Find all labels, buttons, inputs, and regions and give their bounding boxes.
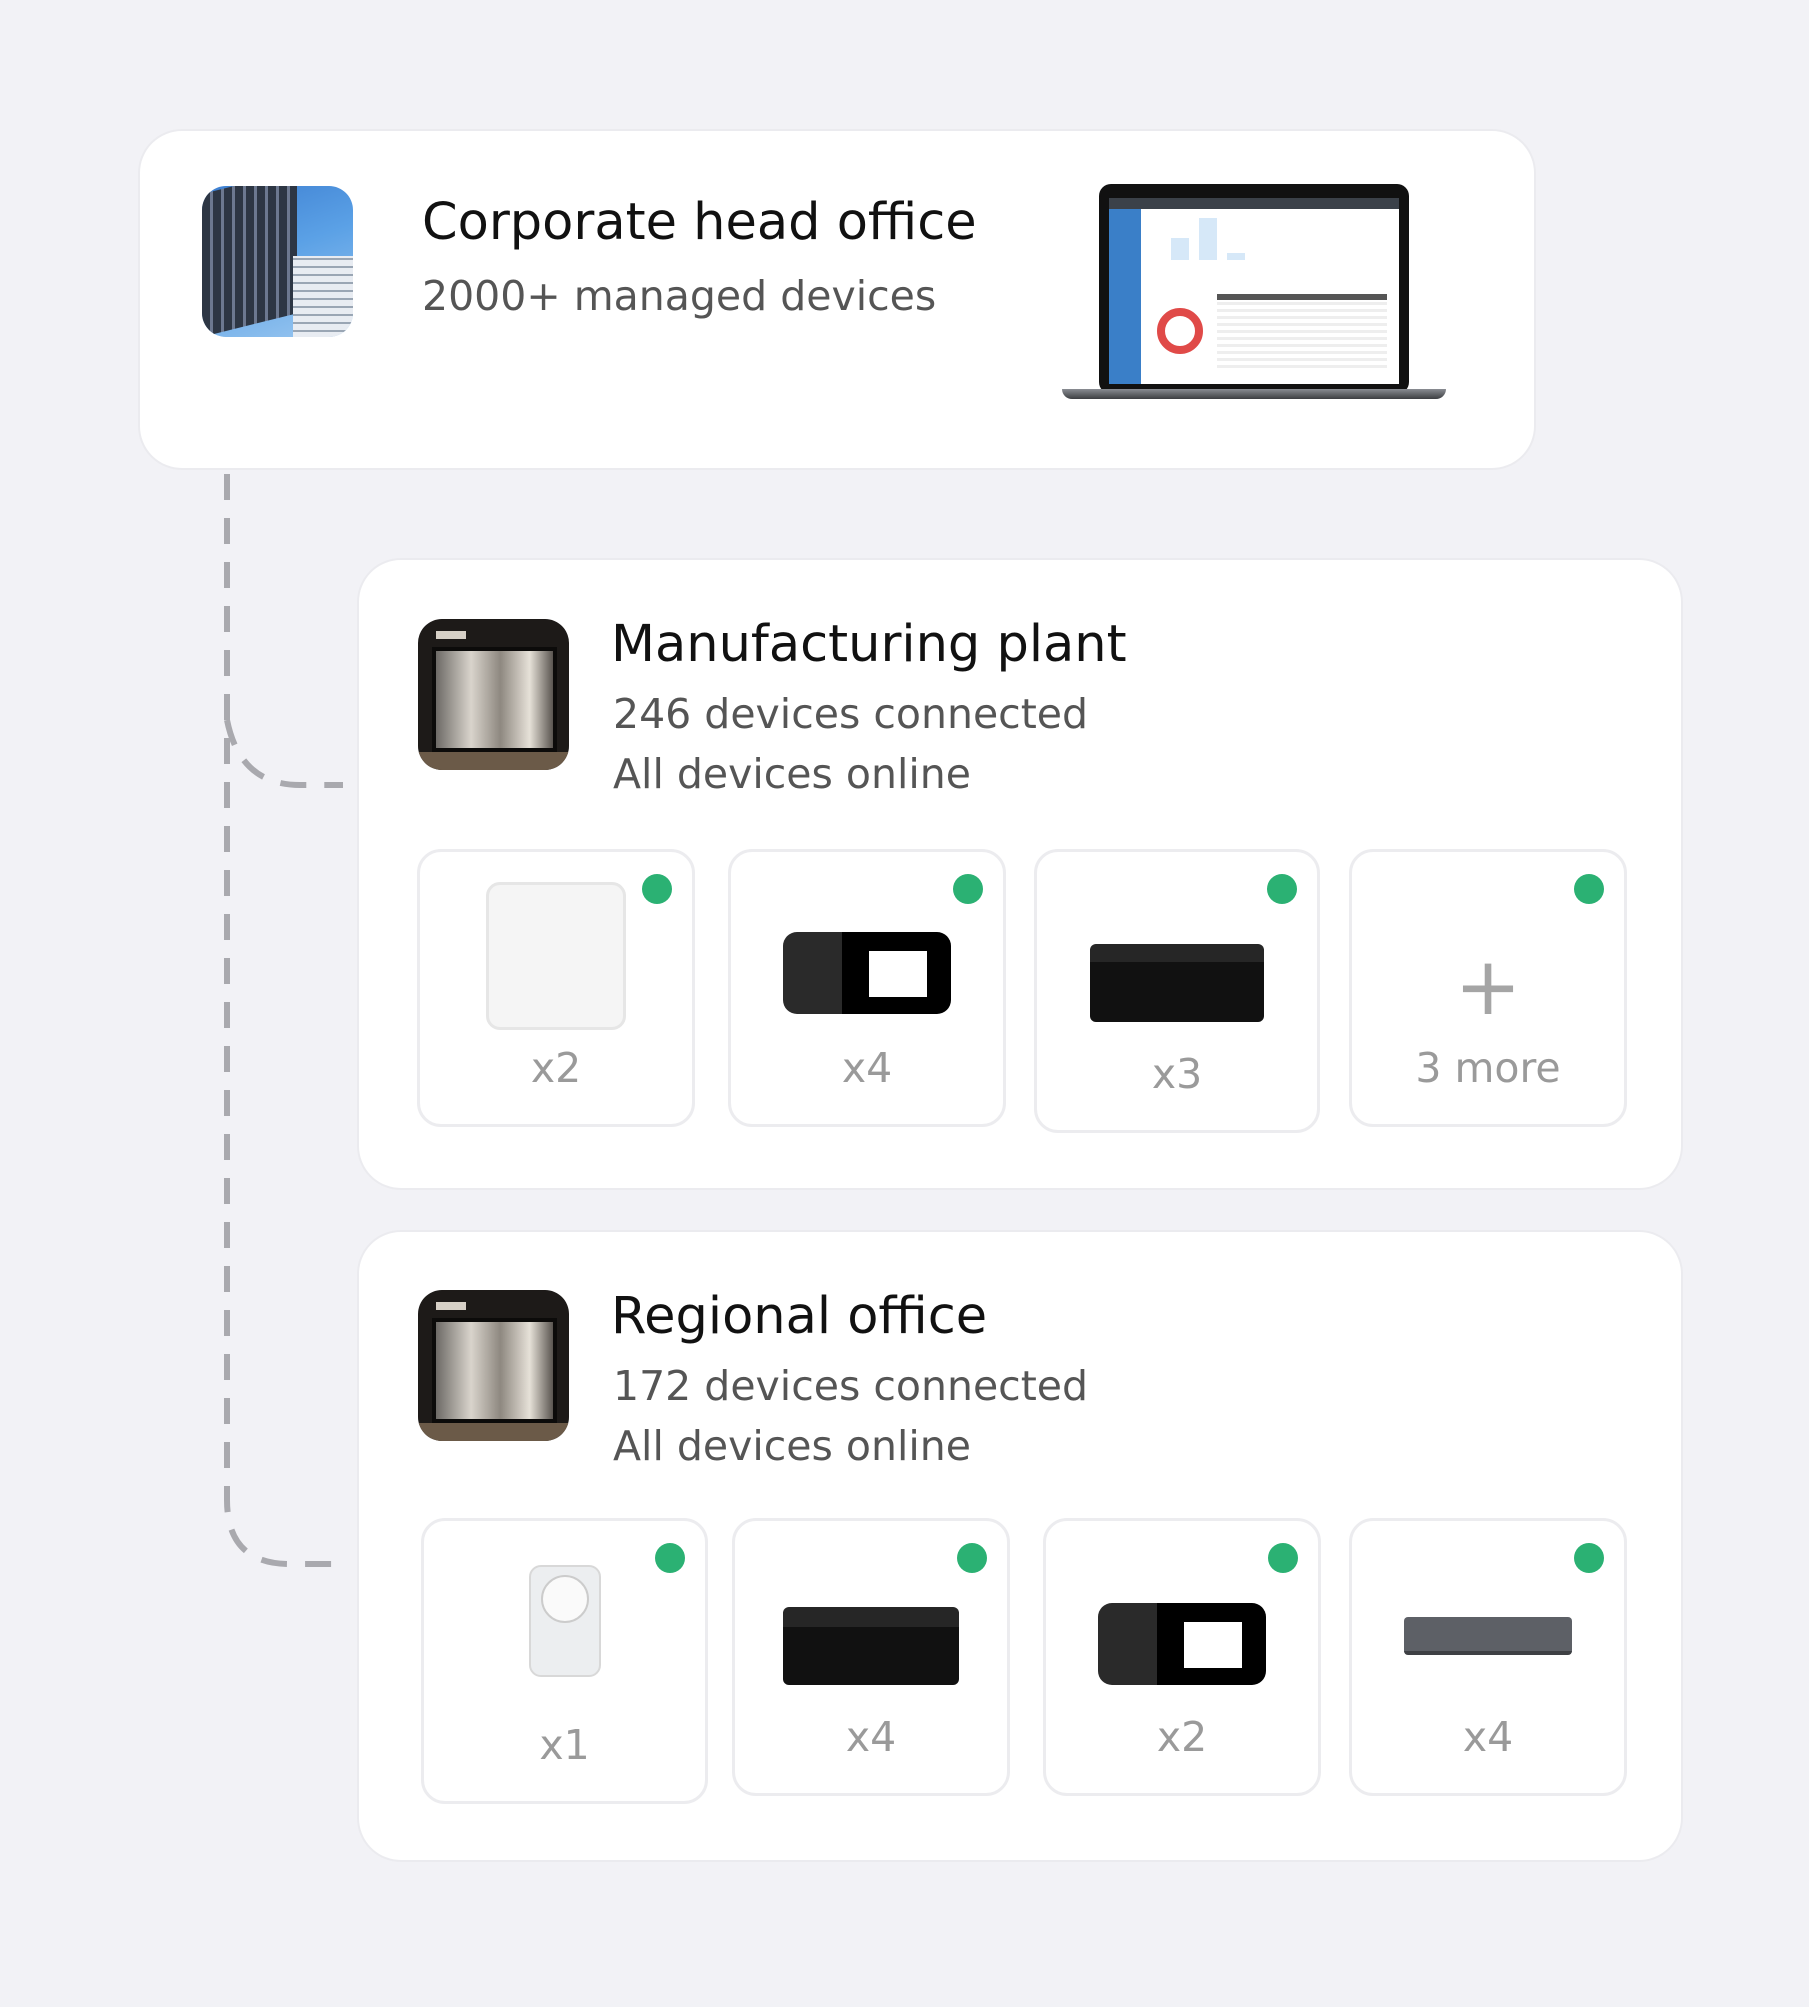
device-tile-access-point[interactable]: x2 [417, 849, 695, 1127]
plus-icon: + [1454, 940, 1522, 1033]
device-tile-mobile-hotspot[interactable]: x2 [1043, 1518, 1321, 1796]
online-status-dot [953, 874, 983, 904]
laptop-dashboard-image [1062, 184, 1446, 408]
device-count: x4 [1462, 1713, 1514, 1761]
online-status-dot [1267, 874, 1297, 904]
online-status-dot [1574, 874, 1604, 904]
mobile-hotspot-image [783, 932, 951, 1014]
device-count: 246 devices connected [613, 690, 1089, 738]
site-title: Manufacturing plant [611, 615, 1127, 674]
device-tile-mobile-hotspot[interactable]: x4 [728, 849, 1006, 1127]
access-point-image [486, 882, 626, 1030]
head-office-title: Corporate head office [422, 193, 977, 252]
device-tile-outdoor-cpe[interactable]: x1 [421, 1518, 708, 1804]
online-status-dot [957, 1543, 987, 1573]
device-count: x2 [1156, 1713, 1208, 1761]
outdoor-cpe-image [528, 1565, 601, 1677]
office-building-image [202, 186, 353, 337]
device-count: 172 devices connected [613, 1362, 1089, 1410]
more-count: 3 more [1415, 1044, 1561, 1092]
device-count: x4 [845, 1713, 897, 1761]
head-office-subtitle: 2000+ managed devices [422, 272, 937, 320]
device-tile-gateway[interactable]: x4 [1349, 1518, 1627, 1796]
site-title: Regional office [611, 1287, 988, 1346]
device-count: x2 [530, 1044, 582, 1092]
storefront-image [418, 619, 569, 770]
online-status-dot [655, 1543, 685, 1573]
online-status-dot [1268, 1543, 1298, 1573]
device-count: x4 [841, 1044, 893, 1092]
storefront-image [418, 1290, 569, 1441]
device-count: x1 [539, 1721, 590, 1769]
online-status-dot [642, 874, 672, 904]
gateway-image [1404, 1617, 1572, 1655]
device-tile-router[interactable]: x3 [1034, 849, 1320, 1133]
online-status-dot [1574, 1543, 1604, 1573]
router-image [783, 1607, 959, 1685]
device-count: x3 [1151, 1050, 1203, 1098]
router-image [1090, 944, 1264, 1022]
mobile-hotspot-image [1098, 1603, 1266, 1685]
device-tile-router[interactable]: x4 [732, 1518, 1010, 1796]
status-text: All devices online [613, 1422, 971, 1470]
status-text: All devices online [613, 750, 971, 798]
more-devices-button[interactable]: + 3 more [1349, 849, 1627, 1127]
